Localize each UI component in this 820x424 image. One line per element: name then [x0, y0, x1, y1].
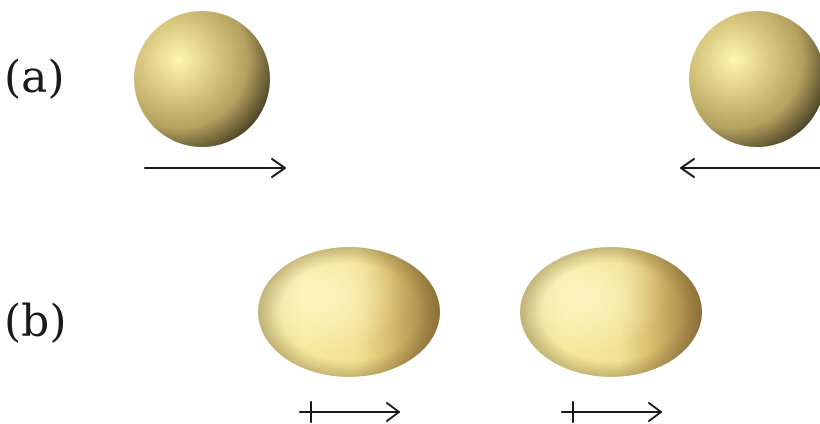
right-deformed-body	[520, 247, 702, 377]
panel-label-b: (b)	[4, 296, 67, 347]
right-body-velocity-arrow	[561, 401, 662, 423]
right-velocity-arrow	[680, 158, 820, 178]
right-sphere	[689, 11, 820, 147]
left-deformed-body	[258, 247, 440, 377]
panel-label-a: (a)	[4, 52, 65, 103]
left-body-velocity-arrow	[299, 401, 400, 423]
left-sphere	[134, 11, 270, 147]
left-velocity-arrow	[144, 158, 286, 178]
